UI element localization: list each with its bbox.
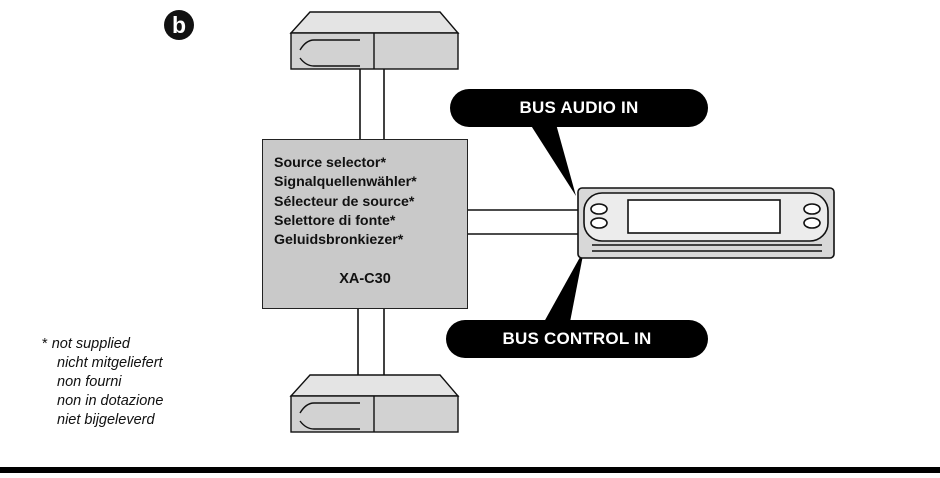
- selector-label-en: Source selector*: [274, 155, 386, 171]
- cd-changer-top: [289, 11, 460, 70]
- footnote-line-nl: niet bijgeleverd: [57, 412, 155, 428]
- source-selector-box: Source selector* Signalquellenwähler* Sé…: [262, 139, 468, 309]
- page-rule: [0, 467, 940, 473]
- audio-callout-tail: [530, 124, 576, 196]
- head-unit: [577, 187, 835, 259]
- top-cable: [359, 64, 385, 140]
- selector-labels: Source selector* Signalquellenwähler* Sé…: [274, 154, 417, 250]
- selector-label-it: Selettore di fonte*: [274, 212, 396, 229]
- bottom-cable: [357, 308, 385, 378]
- head-unit-cables: [468, 209, 578, 235]
- cd-changer-bottom: [289, 374, 460, 433]
- footnote-line-it: non in dotazione: [57, 393, 164, 409]
- selector-label-de: Signalquellenwähler*: [274, 174, 417, 191]
- footnote: * not supplied nicht mitgeliefert non fo…: [42, 335, 163, 430]
- selector-label-nl: Geluidsbronkiezer*: [274, 232, 404, 249]
- control-callout-tail: [544, 250, 584, 322]
- bus-audio-in-label: BUS AUDIO IN: [450, 89, 708, 127]
- selector-label-fr: Sélecteur de source*: [274, 193, 415, 210]
- footnote-line-en: not supplied: [51, 336, 130, 352]
- section-badge: b: [164, 10, 194, 40]
- model-number: XA-C30: [339, 271, 391, 287]
- footnote-line-de: nicht mitgeliefert: [57, 355, 163, 371]
- footnote-line-fr: non fourni: [57, 374, 122, 390]
- bus-control-in-label: BUS CONTROL IN: [446, 320, 708, 358]
- footnote-mark: *: [42, 336, 48, 352]
